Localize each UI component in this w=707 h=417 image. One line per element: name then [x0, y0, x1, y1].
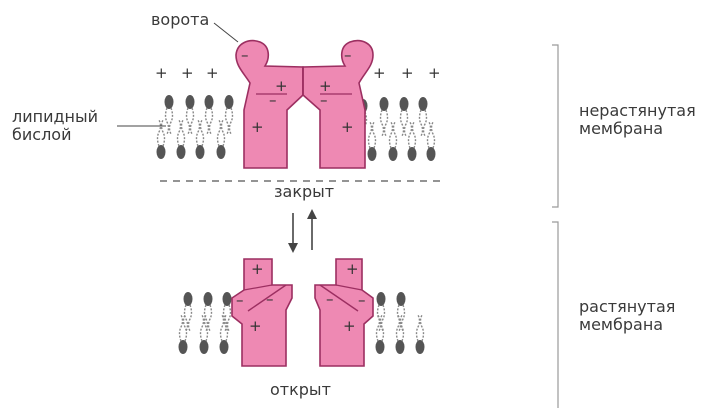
charge-plus: +	[181, 64, 194, 82]
lipid-bilayer-label-line1: липидный	[12, 107, 99, 126]
stretched-membrane-label-line1: растянутая	[579, 297, 676, 316]
charge-plus: +	[343, 317, 356, 335]
closed-channel-right-subunit	[302, 39, 374, 169]
open-state-label: открыт	[270, 380, 331, 399]
open-channel	[231, 258, 374, 367]
gate-leader-line	[213, 22, 239, 43]
lipid-bilayer-top-right	[357, 96, 437, 162]
stretched-membrane-label-line2: мембрана	[579, 315, 664, 334]
lipid-bilayer-label: липидный бислой	[12, 108, 98, 144]
lipid-bilayer-bottom-left	[177, 291, 233, 355]
charge-minus: –	[266, 290, 274, 308]
charge-plus: +	[428, 64, 441, 82]
charge-plus: +	[155, 64, 168, 82]
open-channel-right-subunit	[314, 258, 374, 367]
bracket-unstretched	[552, 44, 559, 208]
bracket-stretched	[552, 221, 559, 408]
stretched-membrane-label: растянутая мембрана	[579, 298, 675, 334]
charge-plus: +	[275, 77, 288, 95]
charge-minus: –	[269, 91, 277, 109]
charge-plus: +	[373, 64, 386, 82]
charge-plus: +	[206, 64, 219, 82]
lipid-bilayer-bottom-right	[374, 291, 426, 355]
charge-minus: –	[326, 290, 334, 308]
gate-label: ворота	[151, 10, 210, 29]
charge-plus: +	[249, 317, 262, 335]
unstretched-membrane-label-line1: нерастянутая	[579, 101, 696, 120]
charge-minus: –	[320, 91, 328, 109]
charge-plus: +	[341, 118, 354, 136]
charge-minus: –	[236, 291, 244, 309]
lipid-bilayer-label-line2: бислой	[12, 125, 72, 144]
charge-plus: +	[251, 260, 264, 278]
closed-channel-left-subunit	[235, 39, 304, 169]
charge-minus: –	[344, 46, 352, 64]
charge-plus: +	[251, 118, 264, 136]
equilibrium-arrows	[288, 209, 317, 253]
lipid-bilayer-top-left	[155, 94, 235, 160]
charge-minus: –	[241, 46, 249, 64]
closed-state-label: закрыт	[274, 182, 335, 201]
charge-minus: –	[358, 291, 366, 309]
unstretched-membrane-label: нерастянутая мембрана	[579, 102, 696, 138]
unstretched-membrane-label-line2: мембрана	[579, 119, 664, 138]
closed-channel	[235, 39, 374, 169]
charge-plus: +	[319, 77, 332, 95]
charge-plus: +	[401, 64, 414, 82]
charge-plus: +	[346, 260, 359, 278]
